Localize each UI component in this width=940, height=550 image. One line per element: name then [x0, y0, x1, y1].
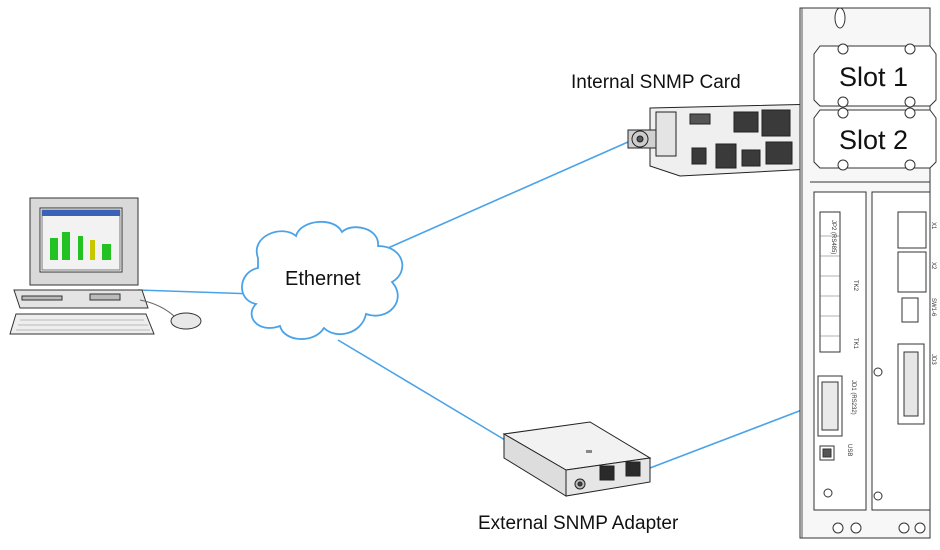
link-adapter-jd1: [649, 399, 829, 469]
tk1-marking: TK1: [852, 338, 858, 350]
external-snmp-adapter: [502, 421, 652, 497]
sw-marking: SW1-6: [930, 298, 936, 317]
jd1-marking: JD1 (RS232): [850, 380, 856, 415]
x1-marking: X1: [930, 222, 936, 230]
ethernet-cloud: [241, 220, 404, 340]
connection-lines: [137, 141, 829, 469]
ethernet-label: Ethernet: [285, 268, 361, 290]
link-ethernet-external-adapter: [337, 339, 506, 441]
internal-snmp-card-label: Internal SNMP Card: [571, 72, 741, 93]
jp2-marking: JP2 (RS485): [830, 220, 836, 255]
usb-marking: USB: [846, 444, 852, 457]
link-computer-ethernet: [137, 289, 256, 295]
slot-1-plate: [813, 43, 937, 108]
monitor-screen-bars: [50, 232, 111, 260]
slot-2-label: Slot 2: [839, 125, 909, 155]
tk2-marking: TK2: [852, 280, 858, 292]
external-snmp-adapter-label: External SNMP Adapter: [478, 513, 679, 534]
computer-workstation: [9, 197, 202, 335]
jd3-marking: JD3: [930, 354, 936, 365]
ups-chassis-panel: [799, 7, 937, 539]
slot-1-label: Slot 1: [839, 62, 909, 92]
slot-2-plate: [813, 107, 937, 171]
x2-marking: X2: [930, 262, 936, 270]
link-ethernet-internal-card: [387, 141, 629, 249]
